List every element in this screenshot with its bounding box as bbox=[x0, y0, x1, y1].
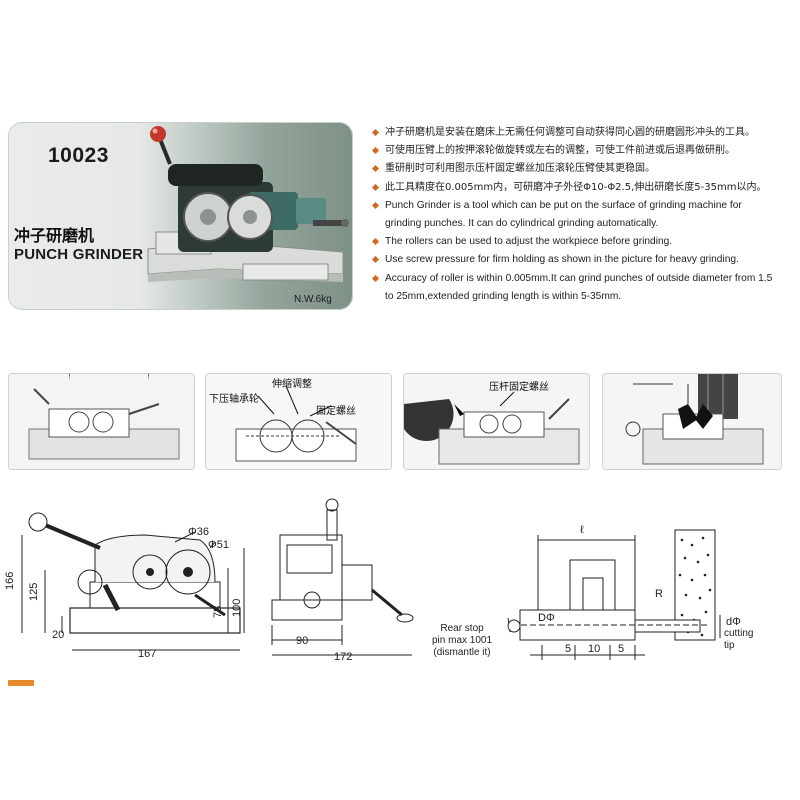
model-number: 10023 bbox=[48, 144, 109, 167]
callout-telescopic-adjust: 伸缩调整 bbox=[272, 379, 312, 390]
description-text: 可使用压臂上的按押滚轮做旋转或左右的调整，可使工件前进或后退再做研削。 bbox=[385, 145, 735, 157]
description-text: 冲子研磨机是安装在磨床上无需任何调整可自动获得同心圆的研磨圆形冲头的工具。 bbox=[385, 127, 755, 138]
cutting-tip-label: cutting tip bbox=[724, 628, 753, 652]
callout-press-bearing: 下压轴承轮 bbox=[209, 394, 259, 405]
list-item: 可使用压臂上的按押滚轮做旋转或左右的调整，可使工件前进或后退再做研削。 bbox=[371, 142, 777, 160]
dim-height-20: 20 bbox=[52, 629, 65, 641]
dim-tip-diameter: dΦ bbox=[726, 616, 741, 628]
dim-radius-R: R bbox=[655, 588, 663, 600]
list-item: 此工具精度在0.005mm内，可研磨冲子外径Φ10-Φ2.5,伸出研磨长度5-3… bbox=[371, 179, 777, 197]
callout-press-rod-screw: 压杆固定螺丝 bbox=[489, 382, 549, 393]
description-text: Punch Grinder is a tool which can be put… bbox=[385, 199, 742, 230]
side-view-drawing bbox=[21, 512, 245, 651]
dim-height-166: 166 bbox=[4, 571, 16, 590]
list-item: Accuracy of roller is within 0.005mm.It … bbox=[371, 270, 777, 306]
usage-illustration-3 bbox=[404, 374, 589, 469]
dim-dia-51: Φ51 bbox=[208, 539, 230, 551]
rear-stop-note: Rear stop pin max 1001 (dismantle it) bbox=[432, 623, 492, 659]
product-card: 10023 冲子研磨机 PUNCH GRINDER N.W.6kg bbox=[8, 122, 353, 310]
usage-illustration-1 bbox=[9, 374, 194, 469]
net-weight: N.W.6kg bbox=[294, 294, 332, 305]
dim-length-l: ℓ bbox=[580, 524, 584, 536]
rear-stop-line-1: Rear stop bbox=[440, 623, 484, 634]
front-view-drawing bbox=[271, 498, 414, 656]
cutting-tip-line-1: cutting bbox=[724, 628, 754, 639]
list-item: Use screw pressure for firm holding as s… bbox=[371, 251, 777, 269]
callout-fixing-screw: 固定螺丝 bbox=[316, 406, 356, 417]
description-text: Use screw pressure for firm holding as s… bbox=[385, 254, 739, 266]
dim-width-167: 167 bbox=[138, 648, 157, 660]
list-item: 重研削时可利用图示压杆固定螺丝加压滚轮压臂使其更稳固。 bbox=[371, 160, 777, 178]
tip-detail-drawing bbox=[507, 529, 721, 660]
page-tag bbox=[8, 680, 34, 686]
product-title-cn: 冲子研磨机 bbox=[14, 226, 95, 245]
dim-width-90: 90 bbox=[296, 635, 309, 647]
list-item: The rollers can be used to adjust the wo… bbox=[371, 233, 777, 251]
product-title-en: PUNCH GRINDER bbox=[14, 246, 144, 263]
punch-grinder-photo bbox=[147, 126, 349, 282]
usage-photo-4 bbox=[602, 373, 782, 470]
usage-photo-2: 伸缩调整 下压轴承轮 固定螺丝 bbox=[205, 373, 392, 470]
dim-dia-36: Φ36 bbox=[188, 526, 210, 538]
dim-height-100: 100 bbox=[231, 598, 243, 617]
usage-illustration-4 bbox=[603, 374, 781, 469]
description-text: 重研削时可利用图示压杆固定螺丝加压滚轮压臂使其更稳固。 bbox=[385, 163, 655, 175]
description-text: 此工具精度在0.005mm内，可研磨冲子外径Φ10-Φ2.5,伸出研磨长度5-3… bbox=[385, 181, 767, 193]
description-text: The rollers can be used to adjust the wo… bbox=[385, 236, 673, 248]
dim-height-125: 125 bbox=[28, 582, 40, 601]
list-item: 冲子研磨机是安装在磨床上无需任何调整可自动获得同心圆的研磨圆形冲头的工具。 bbox=[371, 124, 777, 142]
list-item: Punch Grinder is a tool which can be put… bbox=[371, 197, 777, 233]
dim-5-left: 5 bbox=[565, 643, 572, 655]
usage-photo-3: 压杆固定螺丝 bbox=[403, 373, 590, 470]
cutting-tip-line-2: tip bbox=[724, 640, 735, 651]
dim-10: 10 bbox=[588, 643, 601, 655]
usage-photo-1 bbox=[8, 373, 195, 470]
usage-illustration-2 bbox=[206, 374, 391, 469]
dim-5-right: 5 bbox=[618, 643, 625, 655]
dim-body-diameter: DΦ bbox=[538, 612, 555, 624]
dim-width-172: 172 bbox=[334, 651, 353, 663]
dim-height-78: 78 bbox=[212, 605, 224, 618]
rear-stop-line-2: pin max 1001 bbox=[432, 635, 493, 646]
description-list: 冲子研磨机是安装在磨床上无需任何调整可自动获得同心圆的研磨圆形冲头的工具。 可使… bbox=[371, 124, 777, 306]
description-text: Accuracy of roller is within 0.005mm.It … bbox=[385, 272, 773, 302]
rear-stop-line-3: (dismantle it) bbox=[433, 647, 491, 658]
